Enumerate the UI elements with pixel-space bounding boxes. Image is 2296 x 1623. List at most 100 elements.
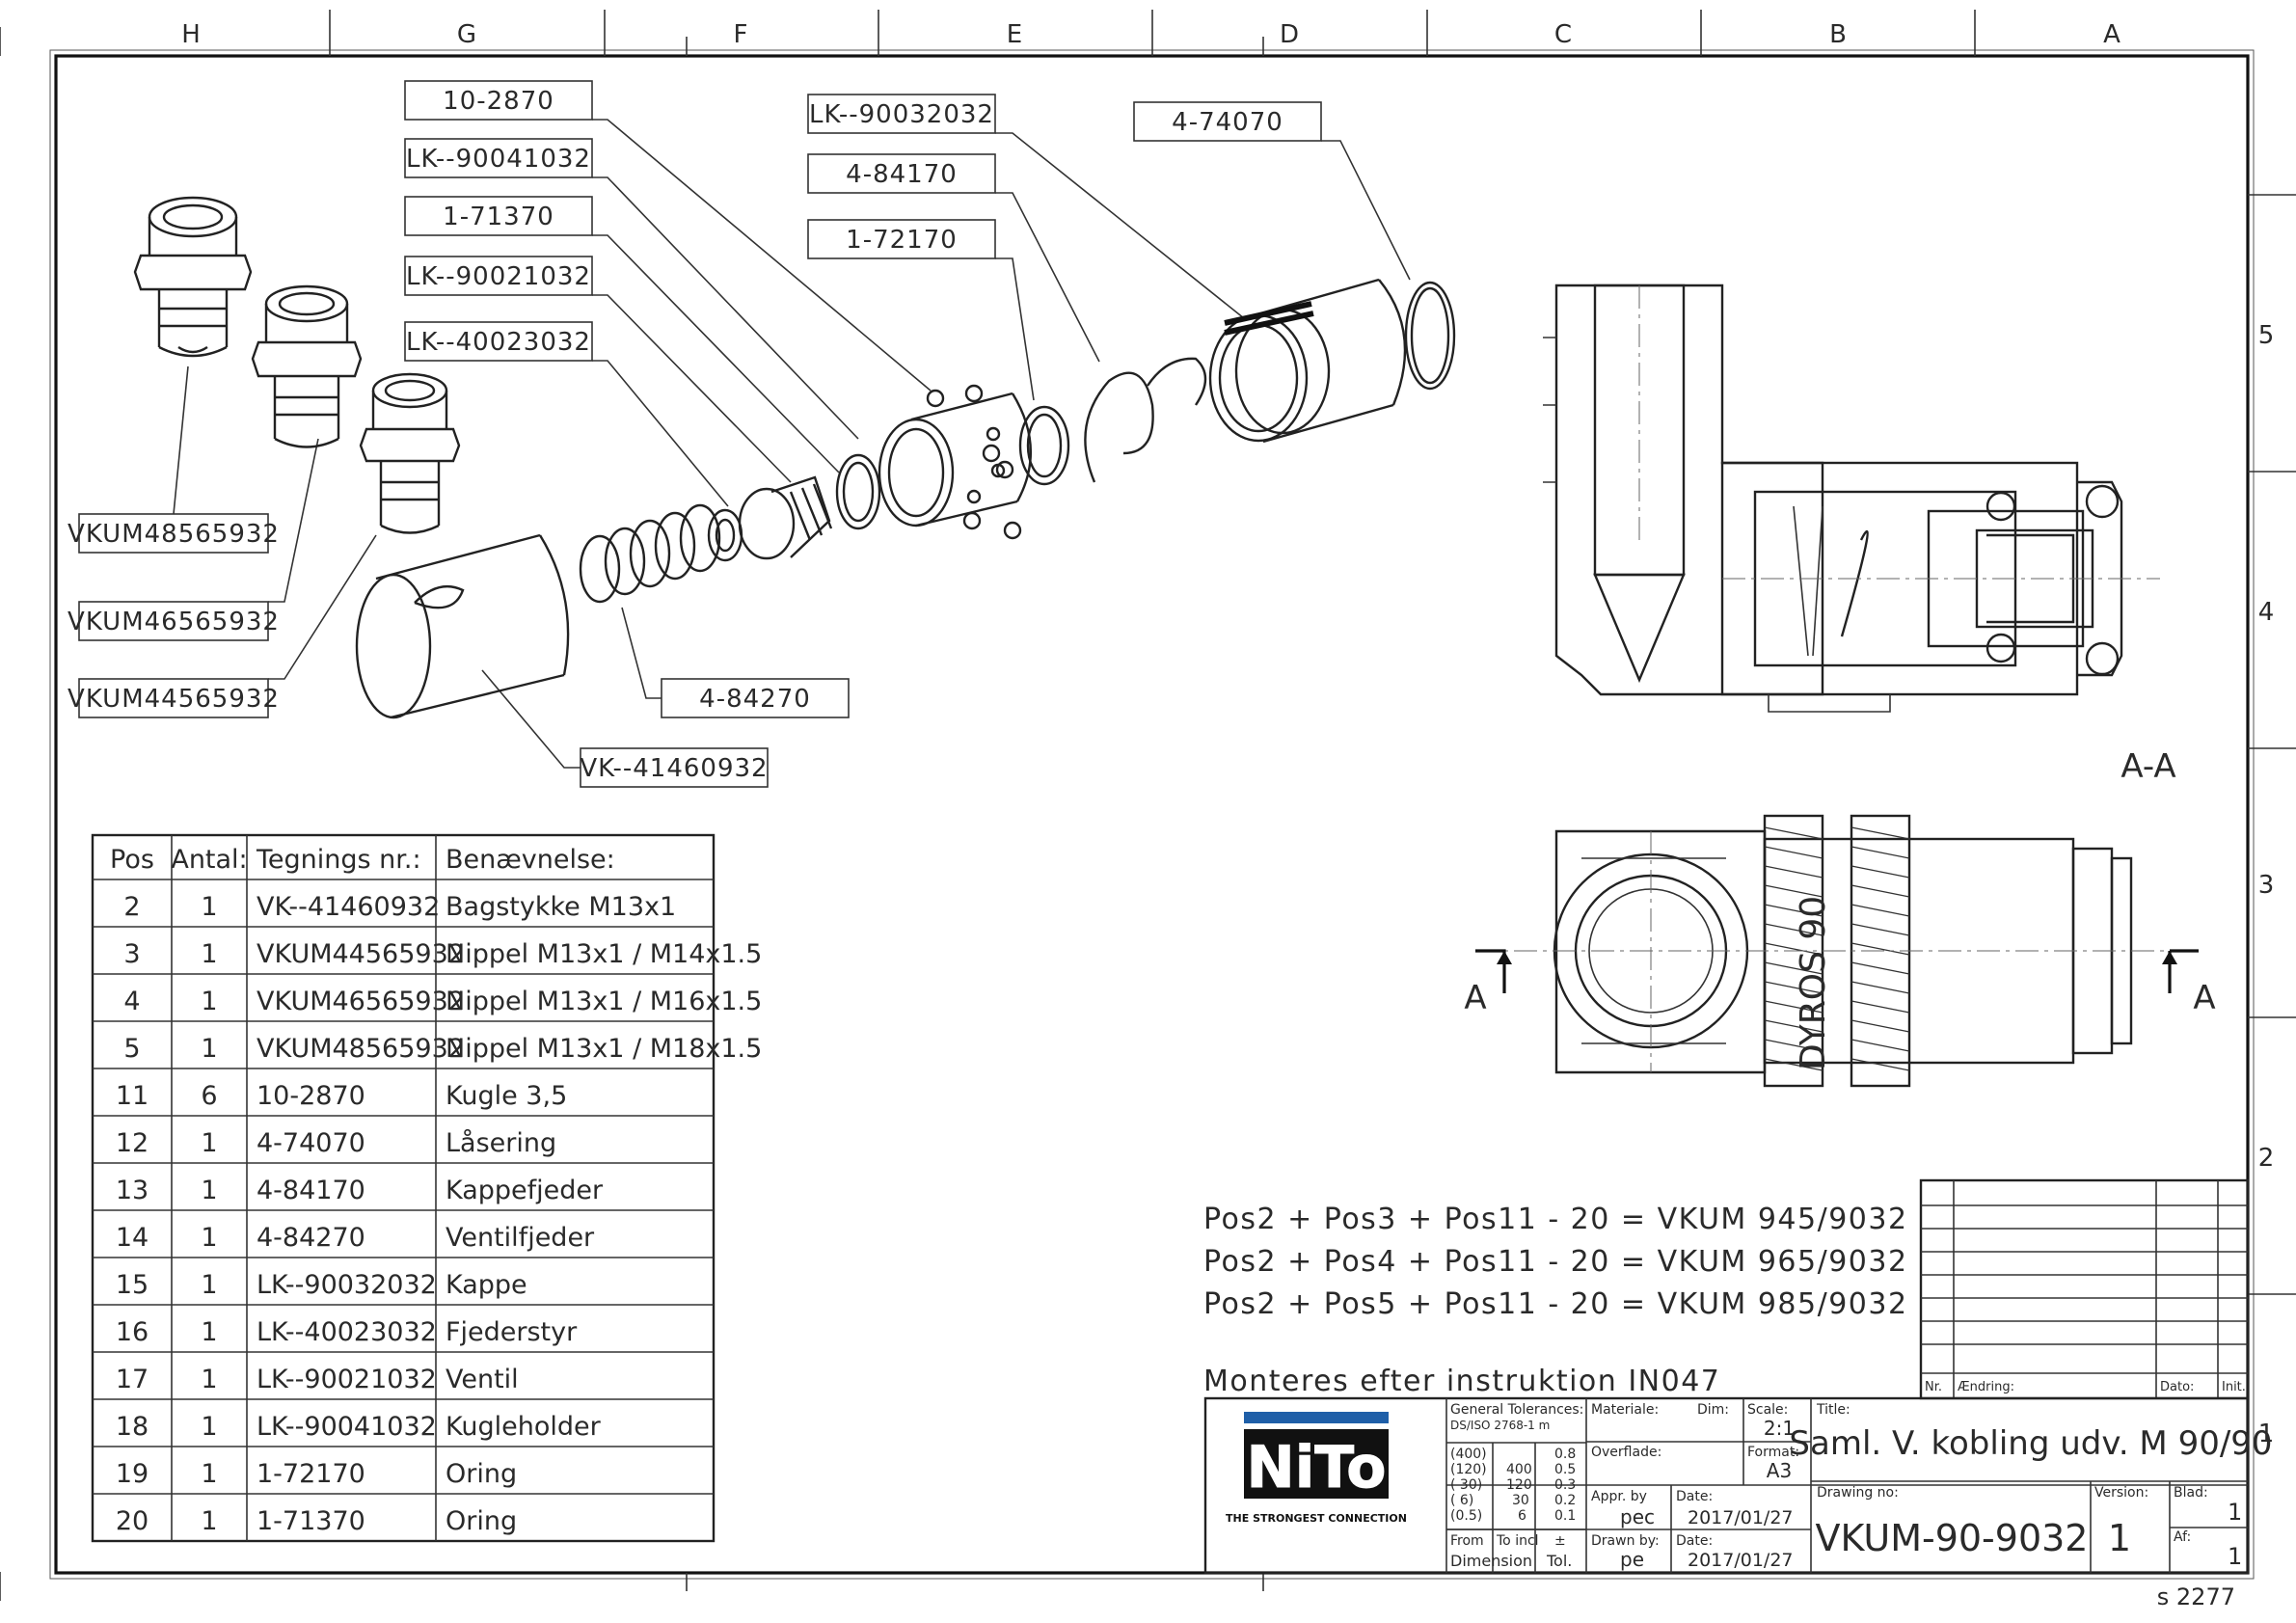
balloon-vk-41460932: VK--41460932 (580, 747, 769, 788)
spring-guide-part (707, 508, 743, 562)
balloon-lk-40023032: LK--40023032 (404, 321, 593, 362)
bom-header-qty: Antal: (171, 845, 247, 875)
zone-number-4: 4 (2258, 598, 2275, 627)
bom-cell-description: Kappe (446, 1270, 527, 1300)
balloon-label: LK--90041032 (406, 145, 591, 174)
bom-cell-description: Fjederstyr (446, 1317, 578, 1347)
balloon-label: 1-71370 (443, 203, 554, 231)
bom-cell-pos: 16 (116, 1317, 149, 1347)
bom-cell-pos: 5 (123, 1034, 140, 1064)
balloon-label: LK--90032032 (809, 100, 994, 129)
bom-row: 20 1 1-71370 Oring (116, 1506, 517, 1536)
knurl-pattern (1764, 826, 1910, 1071)
bom-cell-description: Ventilfjeder (446, 1223, 595, 1253)
balloon-label: VK--41460932 (580, 754, 768, 783)
ball-holder-part (878, 392, 1032, 527)
bom-cell-description: Kugleholder (446, 1412, 602, 1442)
drawing-frame (0, 10, 2296, 1601)
tol-from-label: From (1450, 1533, 1484, 1549)
version-value: 1 (2108, 1517, 2131, 1559)
bom-header-drawing-no: Tegnings nr.: (256, 845, 421, 875)
zone-letter-b: B (1829, 20, 1847, 49)
tol-row-2-to: 400 (1506, 1462, 1532, 1477)
zone-letters: H G F E D C B A (181, 20, 2120, 49)
bom-cell-drawing-no: 4-84270 (257, 1223, 365, 1253)
tol-row-4-val: 0.2 (1554, 1493, 1576, 1508)
tol-tol-label: Tol. (1546, 1552, 1572, 1570)
bom-cell-drawing-no: 1-71370 (257, 1506, 365, 1536)
format-label: Format: (1747, 1445, 1799, 1460)
bom-header-description: Benævnelse: (446, 845, 615, 875)
scale-label: Scale: (1747, 1402, 1788, 1418)
balloon-label: 1-72170 (846, 226, 958, 255)
drawn-date-value: 2017/01/27 (1688, 1550, 1794, 1571)
valve-part (738, 475, 833, 560)
bom-cell-qty: 1 (201, 1412, 217, 1442)
balloon-label: 10-2870 (443, 87, 554, 116)
balloon-label: VKUM46565932 (68, 608, 280, 636)
version-label: Version: (2094, 1485, 2148, 1501)
zone-number-2: 2 (2258, 1144, 2275, 1173)
tol-row-3-from: ( 30) (1450, 1477, 1482, 1493)
nipple-m18-part (133, 196, 253, 358)
bom-cell-qty: 1 (201, 1034, 217, 1064)
balloon-4-84270: 4-84270 (661, 678, 850, 718)
note-combination-965: Pos2 + Pos4 + Pos11 - 20 = VKUM 965/9032 (1203, 1245, 1908, 1279)
surface-label: Overflade: (1591, 1445, 1661, 1460)
approved-date-value: 2017/01/27 (1688, 1507, 1794, 1528)
tol-row-3-to: 120 (1506, 1477, 1532, 1493)
tol-row-2-val: 0.5 (1554, 1462, 1576, 1477)
section-label: A-A (2120, 747, 2175, 786)
approved-date-label: Date: (1676, 1489, 1713, 1504)
bom-cell-drawing-no: LK--90032032 (257, 1270, 437, 1300)
tol-row-1-from: (400) (1450, 1447, 1487, 1462)
bom-cell-description: Nippel M13x1 / M14x1.5 (446, 939, 762, 969)
drawing-title: Saml. V. kobling udv. M 90/90 (1789, 1424, 2272, 1463)
zone-letter-f: F (734, 20, 748, 49)
drawing-no-label: Drawing no: (1817, 1485, 1899, 1501)
bom-cell-drawing-no: 4-74070 (257, 1128, 365, 1158)
cut-mark-left: A (1464, 979, 1486, 1017)
bom-cell-pos: 19 (116, 1459, 149, 1489)
dim-label: Dim: (1697, 1402, 1729, 1418)
drawn-by-value: pe (1620, 1548, 1644, 1571)
bom-cell-description: Oring (446, 1506, 517, 1536)
section-view (1543, 284, 2160, 713)
balloon-label: LK--40023032 (406, 328, 591, 357)
bom-cell-description: Kugle 3,5 (446, 1081, 567, 1111)
bom-cell-qty: 1 (201, 1270, 217, 1300)
bom-cell-drawing-no: VKUM46565932 (257, 987, 465, 1016)
balloon-4-84170: 4-84170 (807, 153, 996, 194)
title-label: Title: (1816, 1402, 1850, 1418)
tol-row-5-to: 6 (1518, 1508, 1526, 1524)
sleeve-part (1208, 278, 1407, 444)
leader-lines (173, 119, 1411, 769)
bom-cell-qty: 1 (201, 939, 217, 969)
back-piece-part (355, 533, 570, 719)
zone-letter-g: G (457, 20, 476, 49)
o-ring-72170-part (1018, 405, 1070, 486)
bom-cell-drawing-no: VKUM48565932 (257, 1034, 465, 1064)
bom-cell-qty: 1 (201, 1176, 217, 1205)
approved-by-value: pec (1620, 1505, 1655, 1528)
bom-cell-description: Nippel M13x1 / M18x1.5 (446, 1034, 762, 1064)
bom-cell-pos: 20 (116, 1506, 149, 1536)
bom-cell-qty: 1 (201, 1365, 217, 1394)
tol-row-4-to: 30 (1512, 1493, 1529, 1508)
sheets-total-label: Af: (2174, 1529, 2191, 1545)
tol-row-5-from: (0.5) (1450, 1508, 1482, 1524)
zone-number-3: 3 (2258, 871, 2275, 900)
bom-cell-qty: 1 (201, 1506, 217, 1536)
zone-letter-d: D (1280, 20, 1299, 49)
knurl-text: DYROS 90 (1794, 896, 1833, 1070)
